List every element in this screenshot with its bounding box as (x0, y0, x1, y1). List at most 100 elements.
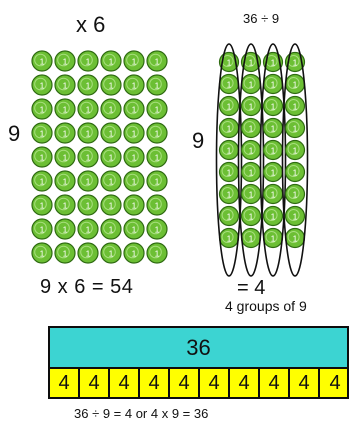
counter-label: 1 (132, 105, 137, 115)
part-cell: 4 (50, 369, 80, 397)
counter: 1 (147, 243, 167, 263)
counter: 1 (147, 147, 167, 167)
counter: 1 (124, 243, 144, 263)
counter: 1 (286, 97, 305, 116)
counter-label: 1 (40, 129, 45, 139)
counter: 1 (264, 141, 283, 160)
counter: 1 (220, 75, 239, 94)
counter-label: 1 (155, 57, 160, 67)
counter-label: 1 (155, 201, 160, 211)
counter: 1 (78, 219, 98, 239)
counter-label: 1 (40, 81, 45, 91)
counter-label: 1 (109, 249, 114, 259)
counter: 1 (101, 99, 121, 119)
counter: 1 (264, 163, 283, 182)
counter-label: 1 (40, 225, 45, 235)
counter-label: 1 (109, 177, 114, 187)
counter: 1 (32, 171, 52, 191)
part-cell: 4 (170, 369, 200, 397)
counter: 1 (264, 75, 283, 94)
counter-label: 1 (86, 57, 91, 67)
total-bar: 36 (48, 326, 349, 369)
groups-caption: 4 groups of 9 (225, 298, 307, 314)
counter-label: 1 (132, 177, 137, 187)
counter: 1 (124, 75, 144, 95)
counter-label: 1 (109, 153, 114, 163)
counter: 1 (242, 119, 261, 138)
counter-label: 1 (63, 249, 68, 259)
counter: 1 (124, 99, 144, 119)
counter-label: 1 (249, 58, 254, 68)
part-cell: 4 (110, 369, 140, 397)
counter: 1 (124, 171, 144, 191)
counter-label: 1 (86, 81, 91, 91)
multiplication-equation: 9 x 6 = 54 (40, 276, 133, 299)
counter: 1 (55, 123, 75, 143)
part-cell: 4 (230, 369, 260, 397)
left-counter-array: 1111111111111111111111111111111111111111… (32, 51, 167, 263)
counter-label: 1 (293, 234, 298, 244)
counter: 1 (78, 99, 98, 119)
counter: 1 (78, 243, 98, 263)
counter-label: 1 (271, 58, 276, 68)
counter-label: 1 (293, 102, 298, 112)
counter-label: 1 (109, 105, 114, 115)
counter-label: 1 (271, 212, 276, 222)
counter-label: 1 (271, 146, 276, 156)
counter: 1 (55, 219, 75, 239)
counter-label: 1 (227, 102, 232, 112)
counter-label: 1 (227, 80, 232, 90)
counter: 1 (264, 207, 283, 226)
counter-label: 1 (293, 58, 298, 68)
counter-label: 1 (155, 249, 160, 259)
counter-label: 1 (86, 177, 91, 187)
counter-label: 1 (109, 225, 114, 235)
counter-label: 1 (132, 249, 137, 259)
counter: 1 (242, 207, 261, 226)
counter-label: 1 (293, 190, 298, 200)
counter: 1 (220, 141, 239, 160)
counter-label: 1 (271, 80, 276, 90)
counter-label: 1 (132, 81, 137, 91)
counter: 1 (124, 219, 144, 239)
counter-label: 1 (63, 129, 68, 139)
counter: 1 (242, 185, 261, 204)
counter-label: 1 (249, 168, 254, 178)
counter-label: 1 (86, 153, 91, 163)
counter: 1 (101, 219, 121, 239)
counter-label: 1 (155, 153, 160, 163)
counter-label: 1 (63, 225, 68, 235)
counter: 1 (220, 229, 239, 248)
counter-label: 1 (40, 249, 45, 259)
counter: 1 (101, 51, 121, 71)
counter: 1 (220, 163, 239, 182)
counter-label: 1 (132, 201, 137, 211)
counter: 1 (242, 75, 261, 94)
counter-label: 1 (227, 58, 232, 68)
counter-label: 1 (132, 57, 137, 67)
counter: 1 (220, 207, 239, 226)
counter-label: 1 (249, 102, 254, 112)
bottom-equation: 36 ÷ 9 = 4 or 4 x 9 = 36 (74, 406, 208, 421)
counter-label: 1 (109, 81, 114, 91)
counter-label: 1 (40, 105, 45, 115)
counter: 1 (264, 119, 283, 138)
counter-label: 1 (86, 105, 91, 115)
counter: 1 (32, 147, 52, 167)
counter: 1 (147, 99, 167, 119)
part-cell: 4 (260, 369, 290, 397)
counter: 1 (286, 163, 305, 182)
counter: 1 (101, 195, 121, 215)
counter: 1 (242, 141, 261, 160)
counter: 1 (124, 195, 144, 215)
counter: 1 (32, 195, 52, 215)
counter: 1 (78, 147, 98, 167)
counter: 1 (147, 195, 167, 215)
counter: 1 (32, 243, 52, 263)
counter: 1 (124, 51, 144, 71)
counter-label: 1 (249, 146, 254, 156)
counter-label: 1 (155, 177, 160, 187)
counter-label: 1 (271, 124, 276, 134)
counter-label: 1 (132, 225, 137, 235)
